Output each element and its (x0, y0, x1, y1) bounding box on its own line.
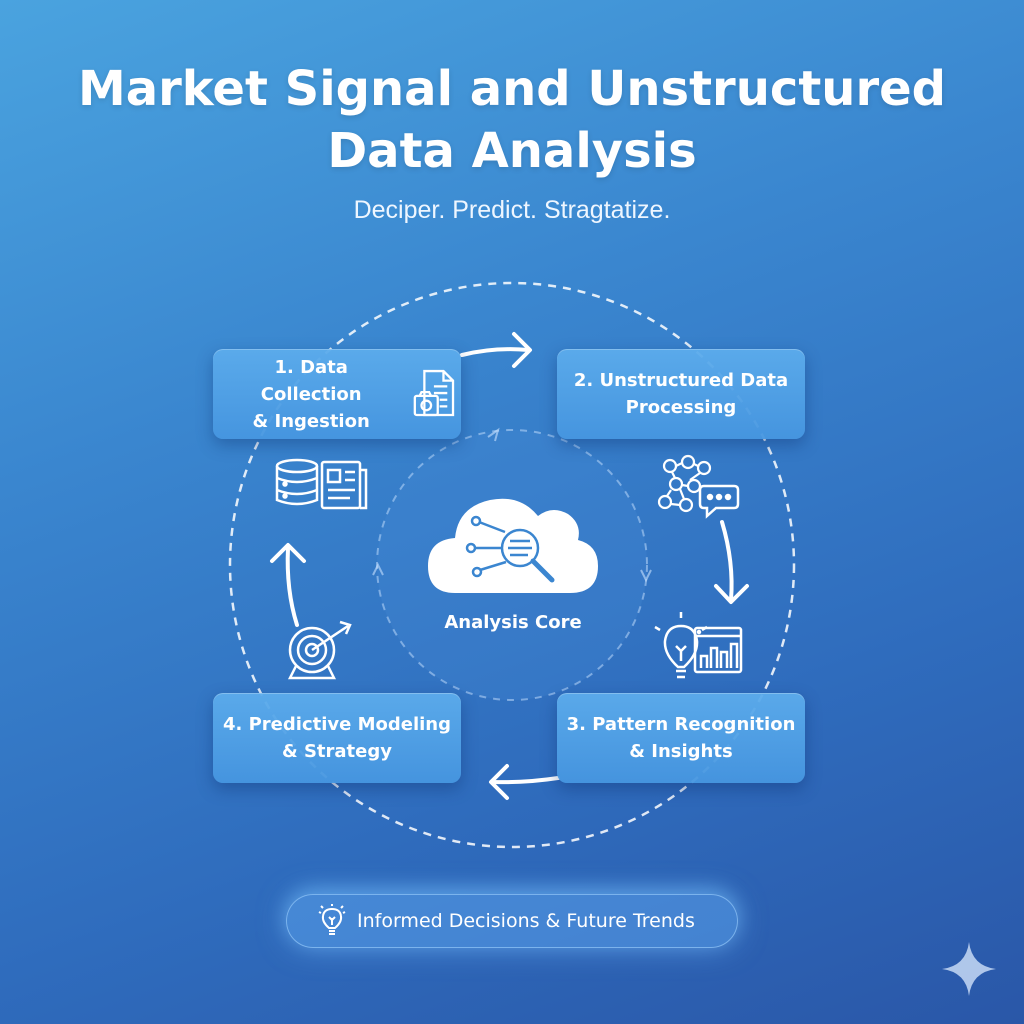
conclusion-banner: Informed Decisions & Future Trends (286, 894, 738, 948)
step-3-label: 3. Pattern Recognition & Insights (566, 714, 796, 762)
arrow-4-to-1-icon (270, 543, 306, 627)
sparkle-icon (942, 942, 996, 996)
step-4-box: 4. Predictive Modeling & Strategy (213, 693, 461, 783)
newspaper-icon (320, 460, 368, 510)
chat-bubble-icon (698, 484, 740, 519)
cloud-magnifier-icon (428, 498, 598, 593)
document-camera-icon (414, 369, 455, 417)
bar-chart-window-icon (693, 626, 743, 674)
arrow-3-to-4-icon (489, 764, 560, 800)
network-nodes-icon (657, 454, 712, 513)
banner-label: Informed Decisions & Future Trends (357, 910, 695, 932)
inner-ring-arrow-icon (640, 569, 652, 583)
arrow-1-to-2-icon (460, 332, 532, 368)
lightbulb-icon (318, 904, 346, 935)
target-arrow-icon (287, 620, 352, 680)
inner-ring-arrow-icon (487, 427, 500, 442)
lightbulb-icon (654, 612, 708, 679)
page-subtitle: Deciper. Predict. Stragtatize. (353, 196, 671, 224)
step-1-box: 1. Data Collection & Ingestion (213, 349, 461, 439)
outer-dashed-ring (228, 281, 796, 849)
step-2-box: 2. Unstructured Data Processing (557, 349, 805, 439)
arrow-2-to-3-icon (714, 520, 749, 604)
step-4-label: 4. Predictive Modeling & Strategy (222, 714, 452, 762)
database-icon (275, 458, 319, 506)
step-1-label: 1. Data Collection & Ingestion (252, 356, 370, 432)
step-2-label: 2. Unstructured Data Processing (573, 370, 789, 418)
inner-ring-arrow-icon (372, 562, 384, 576)
step-3-box: 3. Pattern Recognition & Insights (557, 693, 805, 783)
page-title: Market Signal and Unstructured Data Anal… (77, 61, 947, 179)
analysis-core-label: Analysis Core (444, 612, 582, 633)
